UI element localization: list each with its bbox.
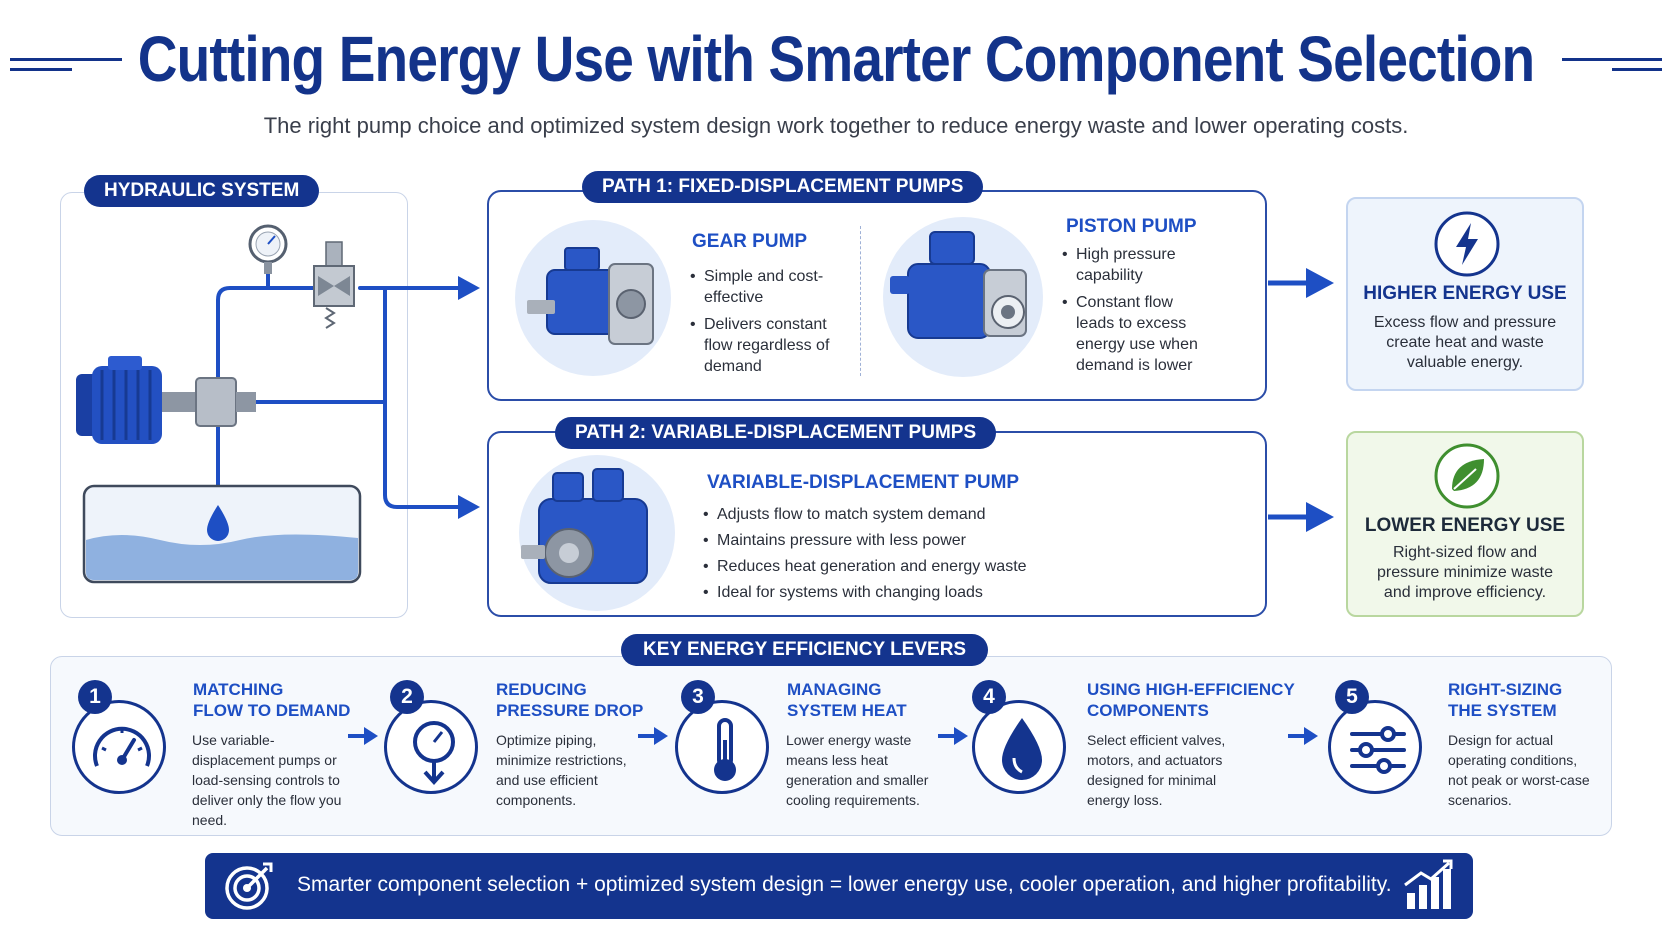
sliders-icon [1350,726,1406,774]
lever-4-text: Select efficient valves, motors, and act… [1087,732,1226,808]
pressure-gauge-down-icon [413,721,455,785]
electric-motor-icon [76,356,256,444]
gear-pump-heading: GEAR PUMP [692,231,808,252]
higher-energy-heading: HIGHER ENERGY USE [1363,283,1567,304]
variable-bullet-3: Reduces heat generation and energy waste [703,556,1103,577]
lever-3-icon-ring [675,700,769,794]
variable-bullet-2: Maintains pressure with less power [703,530,1103,551]
lever-3-text: Lower energy waste means less heat gener… [786,732,929,808]
title-rule-right-short [1612,68,1662,71]
page-title: Cutting Energy Use with Smarter Componen… [137,23,1535,95]
lower-energy-text: Right-sized flow and pressure minimize w… [1376,544,1554,601]
piston-pump-illustration [883,217,1043,377]
lower-energy-card: LOWER ENERGY USE Right-sized flow and pr… [1346,431,1584,617]
gear-bullet-2: Delivers constant flow regardless of dem… [690,314,850,377]
variable-pump-illustration [519,455,675,611]
target-icon [225,862,273,910]
reservoir-tank-icon [82,484,362,584]
thermometer-icon [714,718,736,781]
gear-bullet-1: Simple and cost-effective [690,266,850,308]
summary-banner-text: Smarter component selection + optimized … [297,873,1392,896]
variable-bullet-4: Ideal for systems with changing loads [703,582,1103,603]
higher-energy-text: Excess flow and pressure create heat and… [1373,314,1557,371]
summary-banner: Smarter component selection + optimized … [205,853,1473,919]
lever-3-number: 3 [681,680,715,714]
lever-5-icon-ring [1328,700,1422,794]
piston-bullet-1: High pressure capability [1062,244,1212,286]
pressure-gauge-icon [248,224,288,274]
gear-pump-illustration [515,220,671,376]
lower-energy-heading: LOWER ENERGY USE [1364,515,1566,536]
gear-pump-bullets: Simple and cost-effective Delivers const… [690,266,850,383]
lever-5-text: Design for actual operating conditions, … [1448,732,1590,808]
path1-divider [860,226,861,376]
leaf-icon [1434,443,1500,509]
lightning-icon [1434,211,1500,277]
title-rule-left-short [10,68,72,71]
piston-pump-heading: PISTON PUMP [1066,216,1197,237]
higher-energy-card: HIGHER ENERGY USE Excess flow and pressu… [1346,197,1584,391]
title-rule-left [10,58,122,61]
path2-tag: PATH 2: VARIABLE-DISPLACEMENT PUMPS [555,417,997,449]
lever-2-number: 2 [390,680,424,714]
lever-1-text: Use variable-displacement pumps or load-… [192,732,342,828]
lever-4-number: 4 [972,680,1006,714]
growth-chart-icon [1404,859,1453,909]
relief-valve-icon [313,241,355,329]
title-rule-right [1562,58,1662,61]
piston-pump-bullets: High pressure capability Constant flow l… [1062,244,1212,382]
lever-2-text: Optimize piping, minimize restrictions, … [496,732,627,808]
hydraulic-system-tag: HYDRAULIC SYSTEM [84,175,320,207]
droplet-icon [1002,718,1042,780]
piston-bullet-2: Constant flow leads to excess energy use… [1062,292,1212,376]
lever-1-number: 1 [78,680,112,714]
variable-pump-heading: VARIABLE-DISPLACEMENT PUMP [707,472,1020,493]
lever-1-icon-ring [72,700,166,794]
page-subtitle: The right pump choice and optimized syst… [263,113,1409,138]
variable-pump-bullets: Adjusts flow to match system demand Main… [703,504,1103,608]
gauge-icon [93,726,151,767]
path1-tag: PATH 1: FIXED-DISPLACEMENT PUMPS [582,171,984,203]
lever-5-number: 5 [1335,680,1369,714]
levers-tag: KEY ENERGY EFFICIENCY LEVERS [621,634,989,666]
variable-bullet-1: Adjusts flow to match system demand [703,504,1103,525]
